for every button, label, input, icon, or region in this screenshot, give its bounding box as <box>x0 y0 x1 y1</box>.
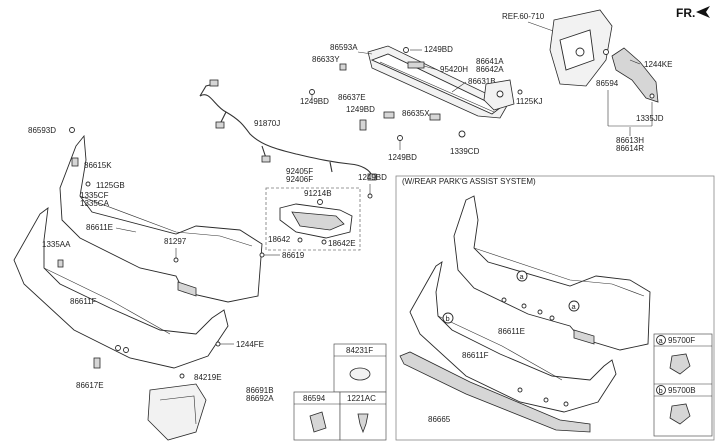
label-81297: 81297 <box>164 237 187 246</box>
skid-plate-86665 <box>399 351 591 433</box>
ref-label: REF.60-710 <box>502 12 545 21</box>
label-1335aa: 1335AA <box>42 240 71 249</box>
label-1339cd: 1339CD <box>450 147 480 156</box>
ref-leader <box>527 21 557 33</box>
callout-b-table-text: b <box>659 386 663 395</box>
bracket-86641a <box>483 79 515 111</box>
bumper-beam-86631b <box>367 45 509 119</box>
callout-b-1 <box>442 312 454 324</box>
label-86594-tbl: 86594 <box>303 394 326 403</box>
front-label: FR. <box>676 6 695 20</box>
bumper-cover-86611e <box>59 134 263 303</box>
label-86642a: 86642A <box>476 65 504 74</box>
parts-table-small <box>293 343 387 441</box>
label-86691b: 86691B <box>246 386 274 395</box>
label-1249bd-b: 1249BD <box>300 97 329 106</box>
label-92406f: 92406F <box>286 175 313 184</box>
label-86631b: 86631B <box>468 77 496 86</box>
label-91870j: 91870J <box>254 119 280 128</box>
bracket-86691b <box>147 383 207 441</box>
callout-a-1 <box>516 270 528 282</box>
callout-a-2-text: a <box>572 302 577 311</box>
label-86637e: 86637E <box>338 93 366 102</box>
callout-b-table <box>656 385 666 395</box>
label-86611f-right: 86611F <box>462 351 489 360</box>
label-1221ac: 1221AC <box>347 394 376 403</box>
reflector-group-box <box>265 187 361 251</box>
reflector-lamp-92405f <box>279 199 353 239</box>
clip-1335aa <box>57 259 64 268</box>
side-bracket-86613h <box>603 47 659 103</box>
callout-a-1-text: a <box>520 272 525 281</box>
label-86614r: 86614R <box>616 144 644 153</box>
label-91214b: 91214B <box>304 189 332 198</box>
label-95700f: 95700F <box>668 336 695 345</box>
label-86633y: 86633Y <box>312 55 340 64</box>
park-assist-system-box <box>395 175 715 441</box>
clip-86615k <box>71 157 79 167</box>
front-arrow-icon <box>696 6 710 18</box>
callout-b-1-text: b <box>446 314 450 323</box>
label-86692a: 86692A <box>246 394 274 403</box>
label-86611f-left: 86611F <box>70 297 97 306</box>
clip-86633y <box>339 63 347 71</box>
label-86617e: 86617E <box>76 381 104 390</box>
sensor-95420h <box>407 61 425 69</box>
bolt-icon <box>517 89 523 95</box>
label-1125gb: 1125GB <box>96 181 125 190</box>
label-86635x: 86635X <box>402 109 430 118</box>
label-1335cf: 1335CF <box>80 191 109 200</box>
callout-a-2 <box>568 300 580 312</box>
label-86613h: 86613H <box>616 136 644 145</box>
park-assist-title: (W/REAR PARK'G ASSIST SYSTEM) <box>402 177 536 186</box>
label-86593d: 86593D <box>28 126 56 135</box>
label-1244fe: 1244FE <box>236 340 264 349</box>
label-86611e-left: 86611E <box>86 223 113 232</box>
sensor-table <box>653 333 713 437</box>
clip-86637e <box>383 111 395 119</box>
label-86665: 86665 <box>428 415 451 424</box>
label-1249bd-d: 1249BD <box>388 153 417 162</box>
label-1335ca: 1335CA <box>80 199 110 208</box>
callout-a-table-text: a <box>659 336 664 345</box>
label-18642: 18642 <box>268 235 291 244</box>
lower-bumper-86611f-right <box>409 261 617 413</box>
label-86619: 86619 <box>282 251 305 260</box>
wiring-harness-91870j <box>199 79 377 181</box>
label-86594-top: 86594 <box>596 79 619 88</box>
label-86641a: 86641A <box>476 57 504 66</box>
clip-86635x <box>429 113 441 121</box>
label-92405f: 92405F <box>286 167 313 176</box>
bolt-1249bd <box>359 119 367 131</box>
lower-bumper-86611f <box>13 207 229 369</box>
label-86615k: 86615K <box>84 161 112 170</box>
body-panel-ref <box>549 9 613 87</box>
label-84219e: 84219E <box>194 373 222 382</box>
label-1249bd-a: 1249BD <box>424 45 453 54</box>
label-1244ke: 1244KE <box>644 60 672 69</box>
label-86593a: 86593A <box>330 43 358 52</box>
callout-a-table <box>656 335 666 345</box>
label-1249bd-c: 1249BD <box>346 105 375 114</box>
label-18642e: 18642E <box>328 239 356 248</box>
label-84231f: 84231F <box>346 346 373 355</box>
label-86611e-right: 86611E <box>498 327 525 336</box>
label-1249bd-e: 1249BD <box>358 173 387 182</box>
label-1335jd: 1335JD <box>636 114 664 123</box>
label-95700b: 95700B <box>668 386 696 395</box>
label-95420h: 95420H <box>440 65 468 74</box>
clip-86617e <box>93 357 101 369</box>
bumper-cover-86611e-right <box>453 195 651 351</box>
label-1125kj: 1125KJ <box>516 97 543 106</box>
